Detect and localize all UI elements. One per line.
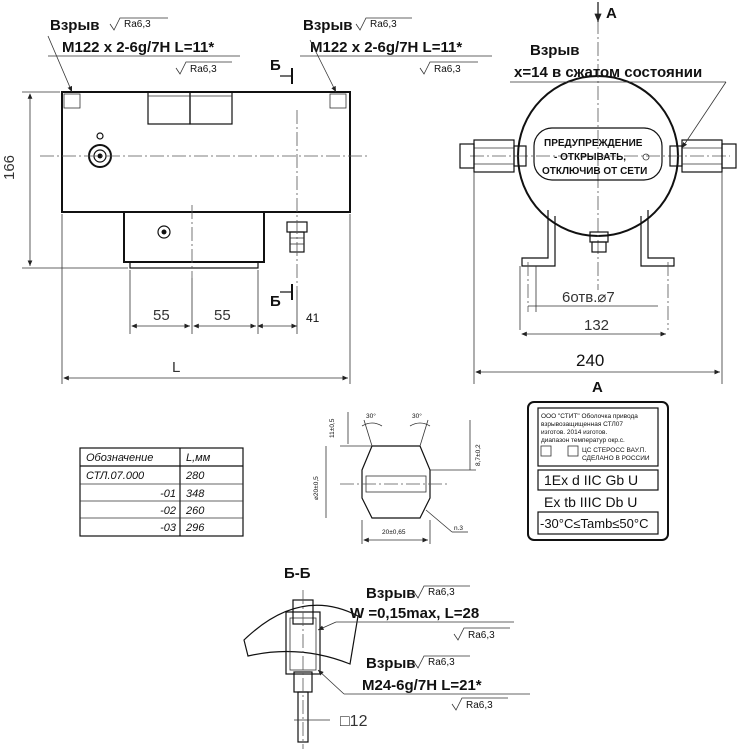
explosion-label-4: Взрыв [366, 585, 415, 602]
table-header-length: L,мм [186, 452, 211, 464]
thread-corner-left [63, 93, 81, 109]
warning-plate [533, 127, 663, 181]
ring-n3: n.3 [454, 525, 463, 532]
table-row-4-name: -03 [160, 522, 177, 534]
np-ex2: Ex tb IIIC Db U [544, 494, 637, 510]
np-ex1: 1Ex d IIC Gb U [544, 472, 638, 488]
explosion-label-5: Взрыв [366, 655, 415, 672]
ra-5: Ra6,3 [428, 587, 455, 598]
table-row-1-name: СТЛ.07.000 [86, 470, 145, 482]
ring-detail: 11±0,5 ⌀20±0,5 8,7±0,2 20±0,65 30° 30° n… [313, 412, 482, 544]
foot-right [640, 210, 675, 267]
compressed-label: x=14 в сжатом состоянии [514, 64, 702, 81]
callout-top-left: Взрыв Ra6,3 M122 x 2-6g/7H L=11* Ra6,3 [47, 17, 240, 93]
explosion-label-3: Взрыв [530, 42, 579, 59]
np-company: ООО "СТИТ" Оболочка привода [541, 412, 638, 420]
ra-2: Ra6,3 [190, 64, 217, 75]
dim-holes: 6отв.⌀7 [562, 289, 615, 306]
thread-bottom: M24-6g/7H L=21* [362, 677, 482, 694]
explosion-label-2: Взрыв [303, 17, 352, 34]
ex-mark-icon [567, 445, 579, 457]
section-mark-top: Б [270, 57, 281, 74]
dim-132: 132 [584, 317, 609, 334]
top-lid-right [189, 91, 233, 125]
ra-4: Ra6,3 [434, 64, 461, 75]
np-cert: ЦС СТЕРОСС ВАУ.П. [582, 447, 646, 454]
section-wall [243, 604, 359, 665]
view-arrow-a: А [606, 5, 617, 22]
ex-box-1 [537, 469, 659, 491]
nameplate-view: А ООО "СТИТ" Оболочка привода взрывозащи… [527, 379, 669, 541]
cert-mark-icon [540, 445, 552, 457]
warning-line-2: - ОТКРЫВАТЬ, [554, 152, 626, 163]
ring-dim-87: 8,7±0,2 [475, 444, 482, 466]
ra-1: Ra6,3 [124, 19, 151, 30]
warning-line-3: ОТКЛЮЧИВ ОТ СЕТИ [542, 166, 647, 177]
thread-top-mid: M122 x 2-6g/7H L=11* [310, 39, 462, 56]
angle-a: 30° [366, 412, 376, 420]
dim-L: L [172, 359, 180, 376]
ra-6: Ra6,3 [468, 630, 495, 641]
dim-55-b: 55 [214, 307, 231, 324]
temp-box [537, 511, 659, 535]
foot-left [521, 210, 556, 267]
section-bb-title: Б-Б [284, 565, 311, 582]
ring-section [361, 445, 431, 519]
explosion-label-1: Взрыв [50, 17, 99, 34]
table-row-3-name: -02 [160, 505, 176, 517]
side-view: ПРЕДУПРЕЖДЕНИЕ - ОТКРЫВАТЬ, ОТКЛЮЧИВ ОТ … [459, 2, 737, 384]
table-row-4-value: 296 [185, 522, 205, 534]
ra-3: Ra6,3 [370, 19, 397, 30]
angle-b: 30° [412, 412, 422, 420]
spec-table: Обозначение L,мм СТЛ.07.000 280 -01 348 … [79, 447, 244, 537]
warning-line-1: ПРЕДУПРЕЖДЕНИЕ [544, 138, 643, 149]
np-product: взрывозащищенная СТЛ07 [541, 421, 623, 428]
np-line4: диапазон температур окр.с. [541, 437, 625, 444]
bottom-box [123, 211, 265, 263]
table-row-3-value: 260 [185, 505, 205, 517]
ring-dim-20: 20±0,65 [382, 529, 406, 536]
thread-top-left: M122 x 2-6g/7H L=11* [62, 39, 214, 56]
table-row-2-name: -01 [160, 488, 176, 500]
ra-8: Ra6,3 [466, 700, 493, 711]
np-temp: -30°C≤Tamb≤50°C [540, 516, 648, 531]
np-line3: изготов. 2014 изготов. [541, 429, 607, 436]
nameplate-outer [527, 401, 669, 541]
nameplate-info [537, 407, 659, 467]
section-bb: Б-Б □12 Взрыв Ra6,3 W =0,15max, L=28 Ra6… [243, 565, 530, 749]
ring-dim-dia: ⌀20±0,5 [313, 476, 320, 500]
dim-166: 166 [1, 155, 18, 180]
section-mark-bottom: Б [270, 293, 281, 310]
np-made: СДЕЛАНО В РОССИИ [582, 455, 650, 462]
dim-41: 41 [306, 311, 320, 325]
dim-240: 240 [576, 351, 604, 370]
bolt [157, 225, 171, 239]
table-row-2-value: 348 [186, 488, 205, 500]
table-row-1-value: 280 [185, 470, 205, 482]
front-view: 166 55 55 41 L Б Б [1, 57, 370, 384]
ring-dim-11: 11±0,5 [329, 418, 336, 438]
w-note: W =0,15max, L=28 [350, 605, 479, 622]
dim-55-a: 55 [153, 307, 170, 324]
top-lid-left [147, 91, 191, 125]
ra-7: Ra6,3 [428, 657, 455, 668]
dim-square-12: □12 [340, 713, 368, 730]
view-a-title: А [592, 379, 603, 396]
thread-corner-right [329, 93, 347, 109]
table-header-designation: Обозначение [86, 452, 153, 464]
callout-top-mid: Взрыв Ra6,3 M122 x 2-6g/7H L=11* Ra6,3 [300, 17, 492, 93]
